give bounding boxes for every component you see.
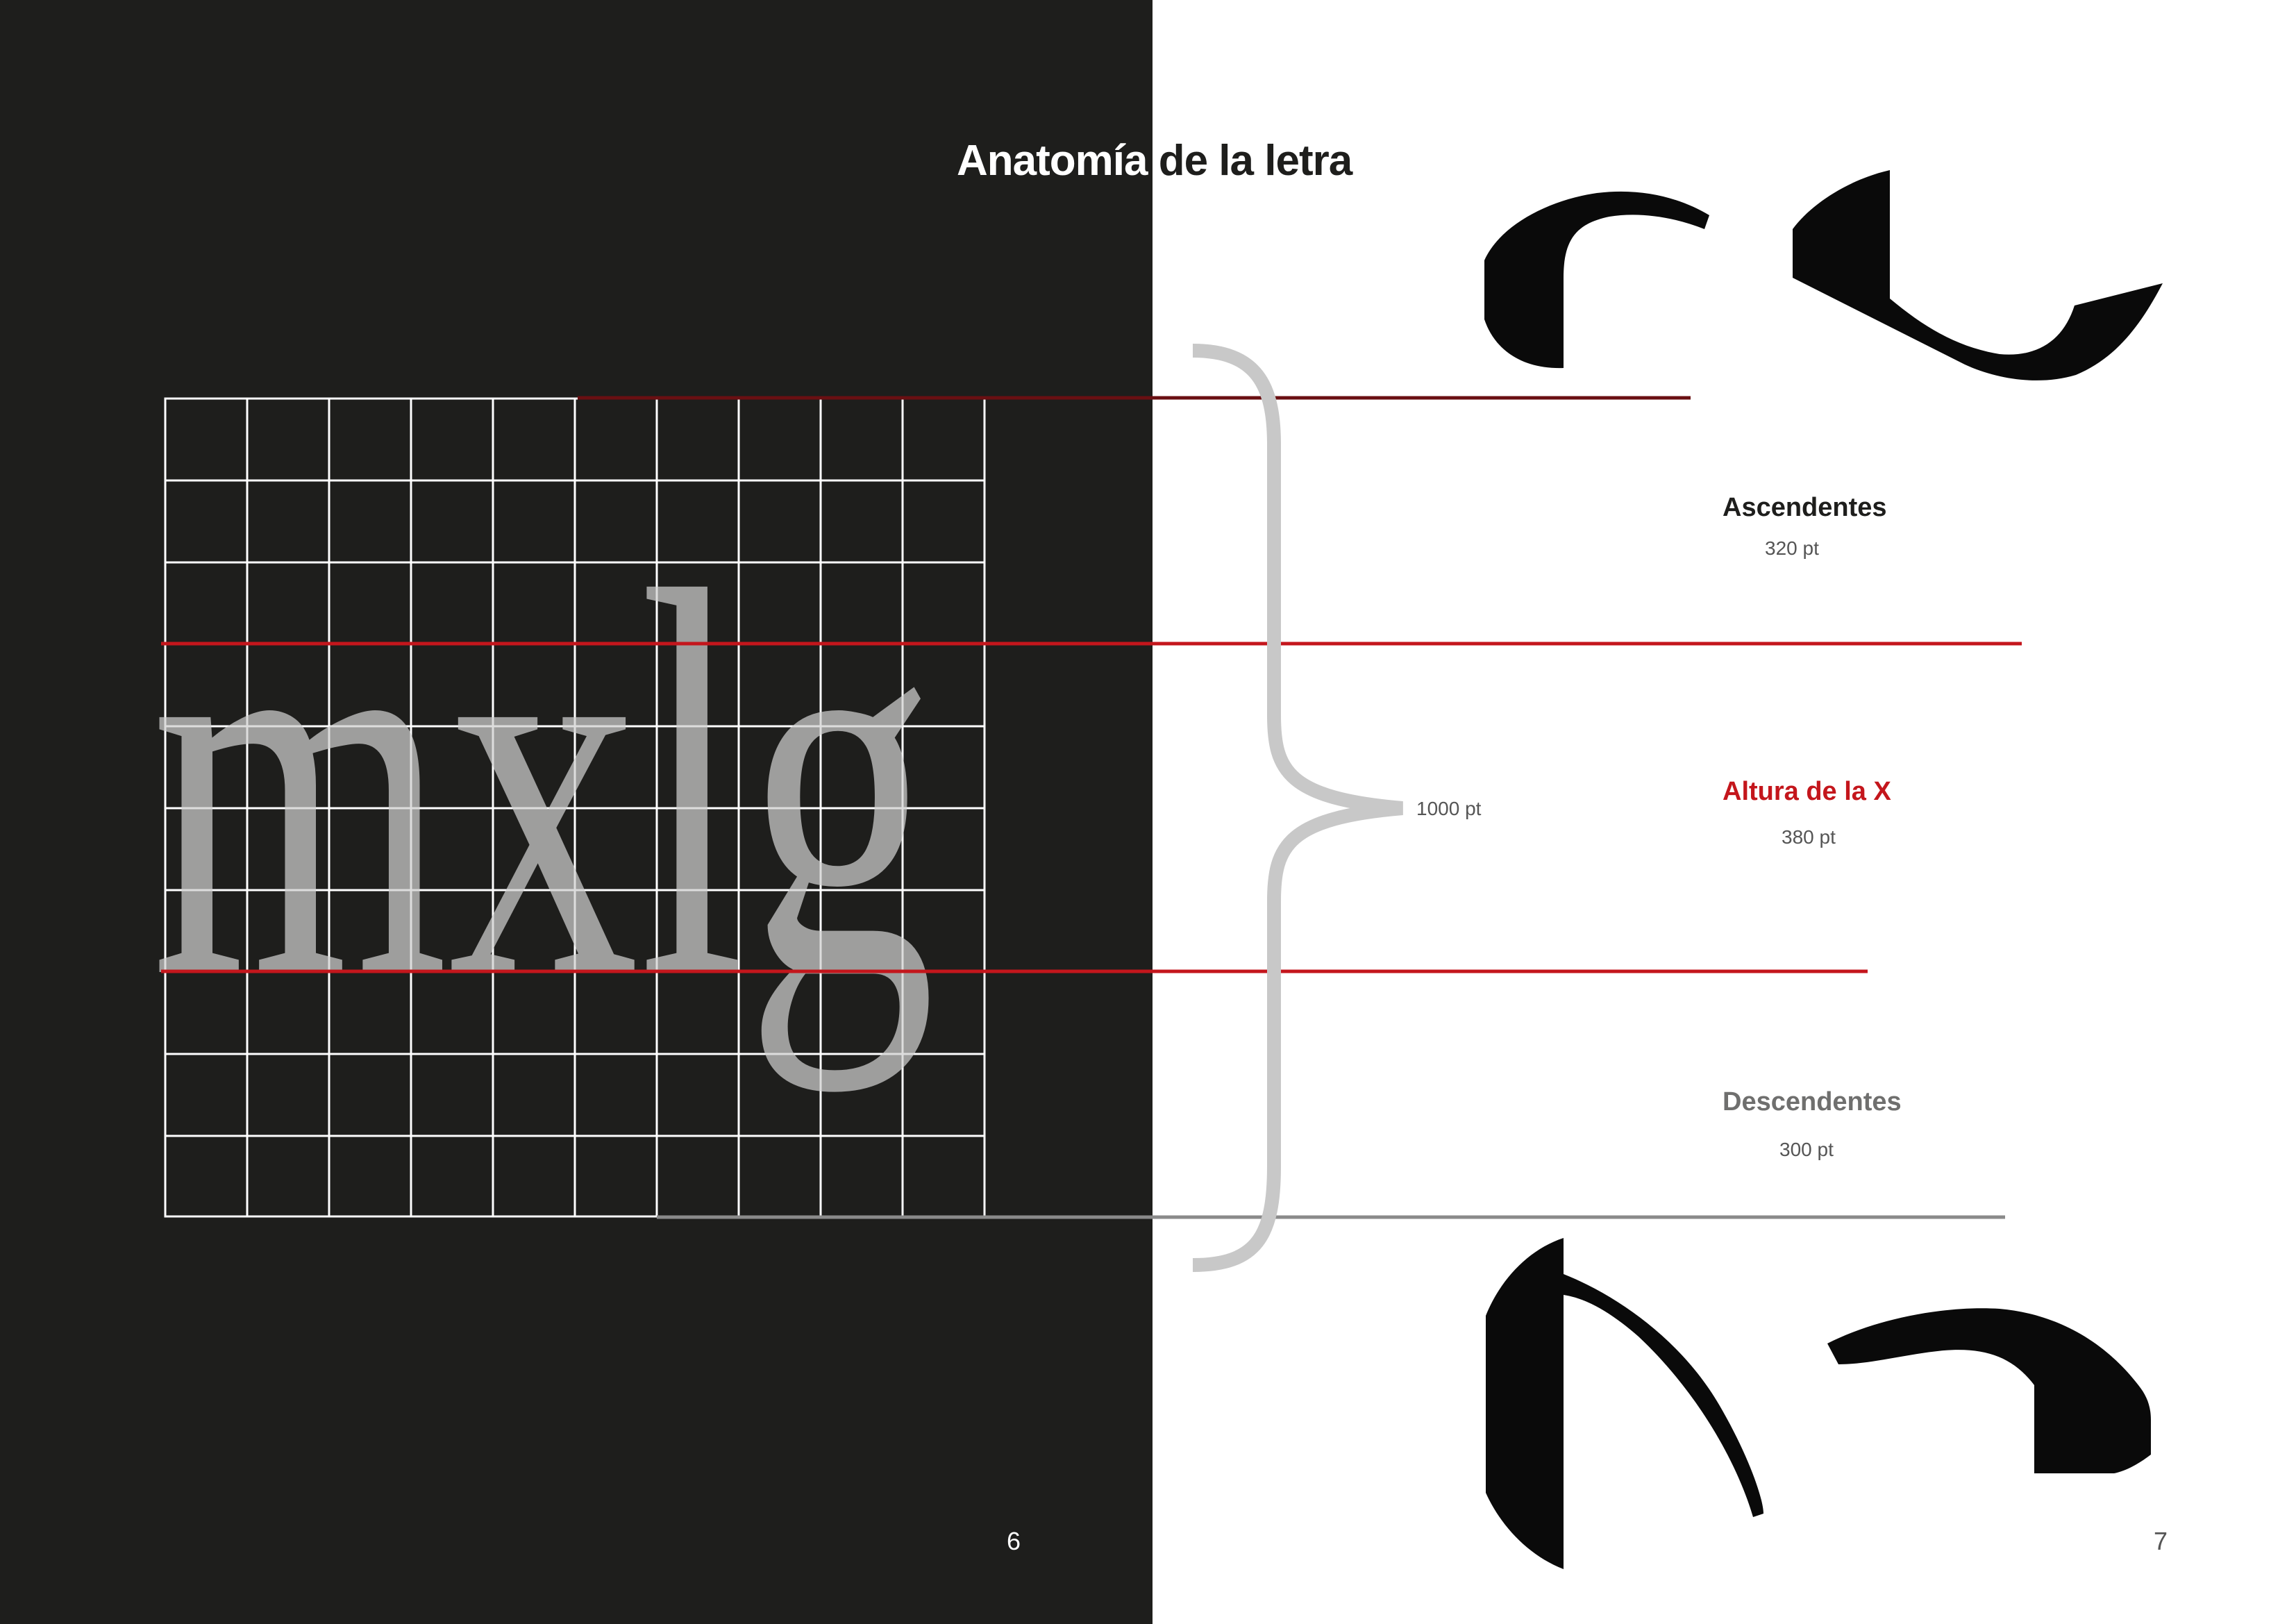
specimen-glyphs: mxlg xyxy=(151,478,936,1094)
left-page xyxy=(0,0,1153,1624)
glyph-fragment-top-right xyxy=(1793,170,2163,380)
page-title: Anatomía de la letra xyxy=(957,136,1352,185)
descenders-label: Descendentes xyxy=(1723,1087,1902,1116)
specimen-letters: mxlg xyxy=(151,478,936,1094)
metric-lines xyxy=(161,396,2022,1219)
ascenders-value: 320 pt xyxy=(1765,537,1819,559)
x-height-label: Altura de la X xyxy=(1723,777,1891,806)
total-height-brace xyxy=(1192,344,1403,1272)
x-height-value: 380 pt xyxy=(1782,826,1836,848)
title-part-on-dark: Anatomía xyxy=(957,137,1159,185)
descenders-value: 300 pt xyxy=(1779,1139,1834,1160)
glyph-fragments xyxy=(1484,170,2163,1569)
glyph-fragment-top-left xyxy=(1484,191,1709,369)
page-number-right: 7 xyxy=(2154,1527,2168,1555)
ascenders-label: Ascendentes xyxy=(1723,493,1887,522)
glyph-fragment-bottom-left xyxy=(1486,1238,1763,1569)
page-number-left: 6 xyxy=(1007,1527,1021,1555)
glyph-fragment-bottom-right xyxy=(1827,1308,2151,1473)
title-part-on-light: de la letra xyxy=(1158,137,1352,185)
total-height-label: 1000 pt xyxy=(1416,798,1482,819)
